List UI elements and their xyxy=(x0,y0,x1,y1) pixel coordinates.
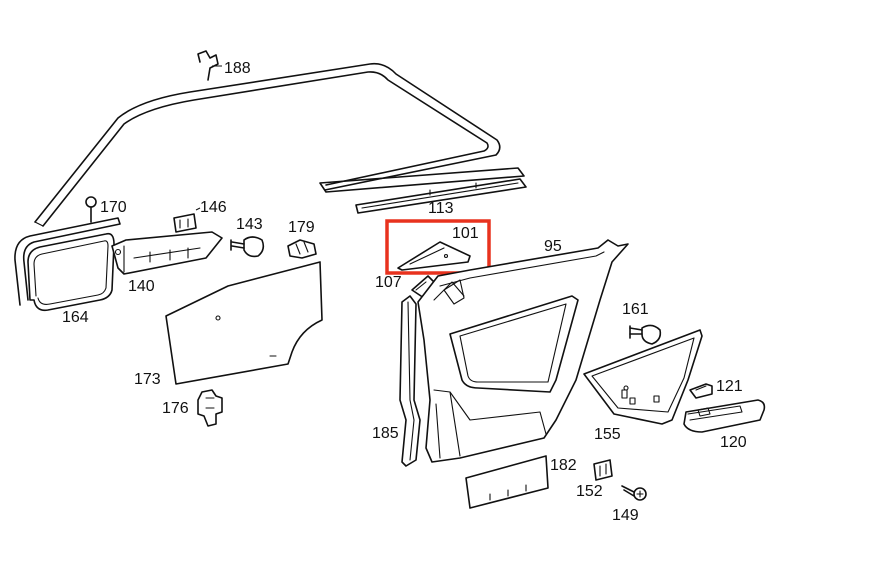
part-120-armrest[interactable] xyxy=(683,399,766,433)
callout-146: 146 xyxy=(200,199,227,216)
part-113-waist-seal[interactable] xyxy=(319,167,527,214)
part-146-clip[interactable] xyxy=(173,213,197,233)
callout-149: 149 xyxy=(612,507,639,524)
callout-95: 95 xyxy=(544,238,562,255)
callout-152: 152 xyxy=(576,483,603,500)
callout-101: 101 xyxy=(452,225,479,242)
part-182-pad[interactable] xyxy=(465,455,549,509)
part-95-trim-panel[interactable] xyxy=(417,239,629,463)
callout-185: 185 xyxy=(372,425,399,442)
callout-121: 121 xyxy=(716,378,743,395)
leader-146 xyxy=(195,207,201,211)
callout-113: 113 xyxy=(428,200,454,217)
part-173-insulation-panel[interactable] xyxy=(165,261,323,385)
callout-176: 176 xyxy=(162,400,189,417)
callout-155: 155 xyxy=(594,426,621,443)
callout-164: 164 xyxy=(62,309,89,326)
part-121-clip[interactable] xyxy=(689,383,713,399)
part-149-screw[interactable] xyxy=(621,485,647,501)
callout-170: 170 xyxy=(100,199,127,216)
part-101-trim-cover[interactable] xyxy=(397,241,471,271)
part-143-push-clip[interactable] xyxy=(230,236,265,258)
callout-188: 188 xyxy=(224,60,251,77)
part-185-vertical-seal[interactable] xyxy=(399,295,421,467)
part-164-seal[interactable] xyxy=(14,217,121,312)
callout-140: 140 xyxy=(128,278,155,295)
part-155-armrest-support[interactable] xyxy=(583,329,703,425)
part-170-pin[interactable] xyxy=(85,196,97,223)
callout-161: 161 xyxy=(622,301,649,318)
part-140-bracket[interactable] xyxy=(111,231,223,275)
part-161-push-clip[interactable] xyxy=(629,324,662,345)
callout-182: 182 xyxy=(550,457,577,474)
part-176-retainer[interactable] xyxy=(197,389,223,427)
callout-143: 143 xyxy=(236,216,263,233)
part-188-window-seal[interactable] xyxy=(34,50,501,227)
callout-173: 173 xyxy=(134,371,161,388)
callout-120: 120 xyxy=(720,434,747,451)
callout-107: 107 xyxy=(375,274,402,291)
callout-179: 179 xyxy=(288,219,315,236)
highlight-box xyxy=(385,219,491,275)
part-152-clip[interactable] xyxy=(593,459,613,481)
part-179-clip[interactable] xyxy=(287,239,317,259)
